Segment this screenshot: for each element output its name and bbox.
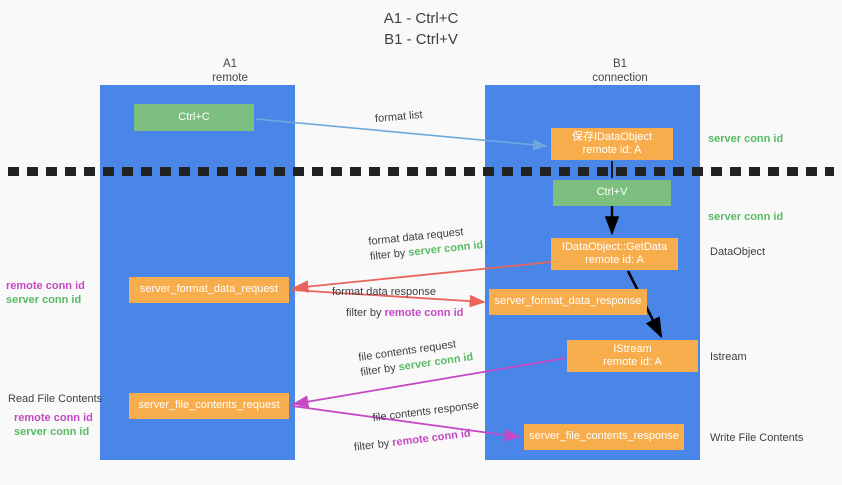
edge-label-format-data-response: format data response filter by remote co…	[332, 285, 463, 321]
node-ctrl-v-label: Ctrl+V	[596, 186, 628, 199]
node-server-format-data-response-label: server_format_data_response	[494, 295, 642, 308]
column-header-a1-name: A1	[222, 58, 238, 70]
node-ctrl-c-label: Ctrl+C	[178, 110, 210, 123]
annotation-right-dataobject: DataObject	[710, 246, 766, 258]
annotation-right-write-file-contents: Write File Contents	[710, 432, 804, 444]
diagram-title: A1 - Ctrl+C B1 - Ctrl+V	[0, 8, 842, 50]
node-server-file-contents-response-label: server_file_contents_response	[529, 430, 679, 443]
column-header-a1: A1 remote	[130, 57, 330, 85]
node-server-file-contents-response[interactable]: server_file_contents_response	[524, 424, 684, 450]
node-istream[interactable]: IStream remote id: A	[567, 340, 698, 372]
node-server-format-data-request-label: server_format_data_request	[139, 283, 279, 296]
annotation-left-server-conn-id: server conn id	[6, 294, 82, 306]
node-save-idataobject-sub: remote id: A	[582, 144, 642, 156]
filter-prefix: filter by	[346, 307, 385, 319]
node-idataobject-getdata-label: IDataObject::GetData	[561, 240, 668, 253]
filter-prefix: filter by	[359, 361, 400, 379]
column-header-b1-role: connection	[592, 72, 648, 84]
node-idataobject-getdata-sub: remote id: A	[585, 254, 644, 266]
filter-key-remote-conn-id: remote conn id	[391, 427, 472, 450]
edge-label-format-data-response-filter: filter by remote conn id	[346, 306, 463, 321]
annotation-right-server-conn-id-top: server conn id	[708, 133, 784, 145]
annotation-right-istream: Istream	[710, 351, 747, 363]
edge-label-format-list-text: format list	[374, 108, 424, 126]
node-server-format-data-response[interactable]: server_format_data_response	[489, 289, 647, 315]
edge-label-file-contents-response-filter: filter by remote conn id	[353, 425, 483, 456]
node-istream-sub: remote id: A	[603, 356, 662, 368]
annotation-read-remote-conn-id: remote conn id	[14, 412, 93, 424]
column-header-b1: B1 connection	[520, 57, 720, 85]
annotation-right-server-conn-id-second: server conn id	[708, 211, 784, 223]
edge-label-file-contents-response: file contents response filter by remote …	[350, 398, 483, 455]
node-server-file-contents-request[interactable]: server_file_contents_request	[129, 393, 289, 419]
annotation-read-server-conn-id: server conn id	[14, 426, 90, 438]
node-istream-label: IStream	[613, 342, 652, 355]
filter-key-remote-conn-id: remote conn id	[384, 307, 464, 319]
filter-prefix: filter by	[369, 246, 409, 263]
annotation-read-file-contents: Read File Contents	[8, 392, 102, 406]
edge-label-format-data-request: format data request filter by server con…	[368, 223, 484, 265]
node-server-format-data-request[interactable]: server_format_data_request	[129, 277, 289, 303]
filter-prefix: filter by	[353, 437, 394, 454]
edge-label-file-contents-request: file contents request filter by server c…	[357, 335, 474, 381]
column-header-a1-role: remote	[212, 72, 248, 84]
annotation-read-conn-ids: remote conn id server conn id	[14, 411, 93, 439]
column-header-b1-name: B1	[612, 58, 628, 70]
title-line-2: B1 - Ctrl+V	[384, 31, 458, 48]
annotation-left-remote-conn-id: remote conn id	[6, 280, 85, 292]
node-server-file-contents-request-label: server_file_contents_request	[138, 399, 280, 412]
title-line-1: A1 - Ctrl+C	[383, 10, 459, 27]
edge-label-format-list: format list	[374, 108, 424, 127]
node-idataobject-getdata[interactable]: IDataObject::GetData remote id: A	[551, 238, 678, 270]
node-save-idataobject[interactable]: 保存IDataObject remote id: A	[551, 128, 673, 160]
annotation-left-conn-ids: remote conn id server conn id	[6, 279, 85, 307]
edge-label-format-data-response-text: format data response	[332, 286, 436, 298]
node-ctrl-v[interactable]: Ctrl+V	[553, 180, 671, 206]
node-save-idataobject-label: 保存IDataObject	[571, 130, 653, 143]
annotation-read-file-contents-text: Read File Contents	[8, 393, 103, 405]
edge-label-file-contents-response-text: file contents response	[371, 399, 480, 425]
dashed-separator	[8, 167, 834, 176]
node-ctrl-c[interactable]: Ctrl+C	[134, 104, 254, 131]
